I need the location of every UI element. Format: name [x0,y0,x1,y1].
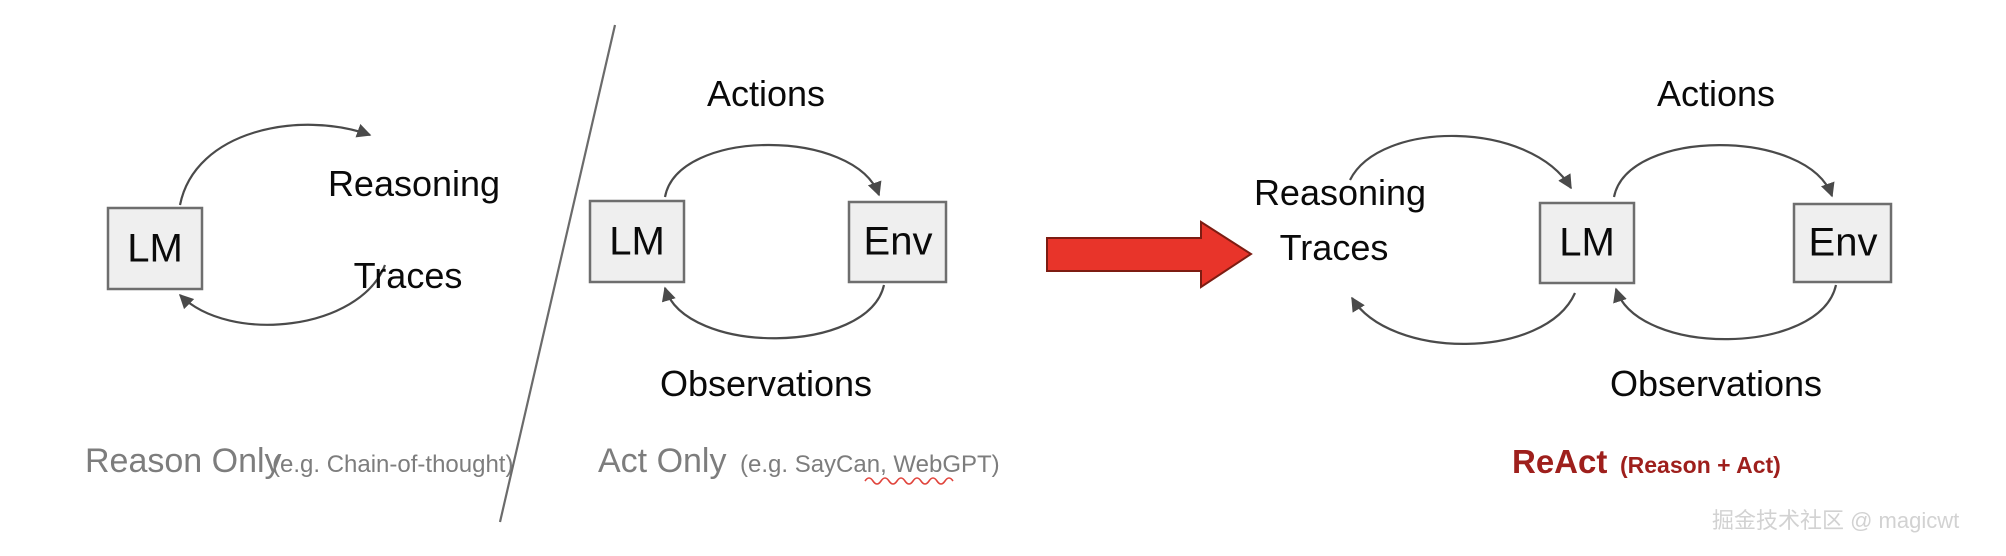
panel-react: Reasoning Traces Actions LM Env [1254,73,1893,480]
arc-env-to-lm [1613,284,1838,341]
arc-reasoning-to-lm [178,264,387,326]
edge-label-observations: Observations [660,363,872,404]
node-box [588,199,686,284]
arc-lm-to-env [663,143,882,198]
node-label: Env [864,220,933,264]
node-label: Env [1809,221,1878,265]
arc-lm-to-reasoning [178,123,372,206]
arc-env-to-lm [662,284,886,340]
edge-label-actions: Actions [707,73,825,114]
edge-label-observations: Observations [1610,363,1822,404]
node-box [106,206,204,291]
spellcheck-squiggle-icon [864,477,954,485]
panel-divider-line [498,24,617,523]
edge-label-actions: Actions [1657,73,1775,114]
node-box [847,200,948,284]
watermark: 掘金技术社区 @ magicwt [1712,508,1959,533]
node-lm-react: LM [1538,201,1636,285]
arc-reasoning-to-lm-upper [1349,134,1572,190]
node-lm-act-only: LM [588,199,686,284]
panel-reason-only: LM Reasoning Traces Reason Only (e.g. Ch… [85,123,513,480]
node-label: LM [127,227,183,271]
edge-label-reasoning-line2: Traces [354,255,463,296]
node-label: LM [609,220,665,264]
node-label: LM [1559,221,1615,265]
node-env-react: Env [1792,202,1893,284]
caption-react-sub: (Reason + Act) [1620,452,1781,478]
panel-act-only: Actions LM Env Observations Act Only (e.… [588,73,1000,485]
caption-reason-only-main: Reason Only [85,442,282,480]
arc-lm-to-env [1612,144,1835,198]
node-lm-reason-only: LM [106,206,204,291]
caption-act-only-main: Act Only [598,442,726,480]
edge-label-reasoning-line1: Reasoning [1254,172,1426,213]
edge-label-reasoning-line1: Reasoning [328,163,500,204]
caption-react-main: ReAct [1512,443,1607,480]
node-box [1538,201,1636,285]
node-box [1792,202,1893,284]
edge-label-reasoning-line2: Traces [1280,227,1389,268]
caption-act-only-sub: (e.g. SayCan, WebGPT) [740,451,1000,478]
red-right-arrow-icon [1046,220,1253,289]
arc-lm-to-reasoning-lower [1351,292,1577,345]
caption-reason-only-sub: (e.g. Chain-of-thought) [272,451,513,478]
node-env-act-only: Env [847,200,948,284]
